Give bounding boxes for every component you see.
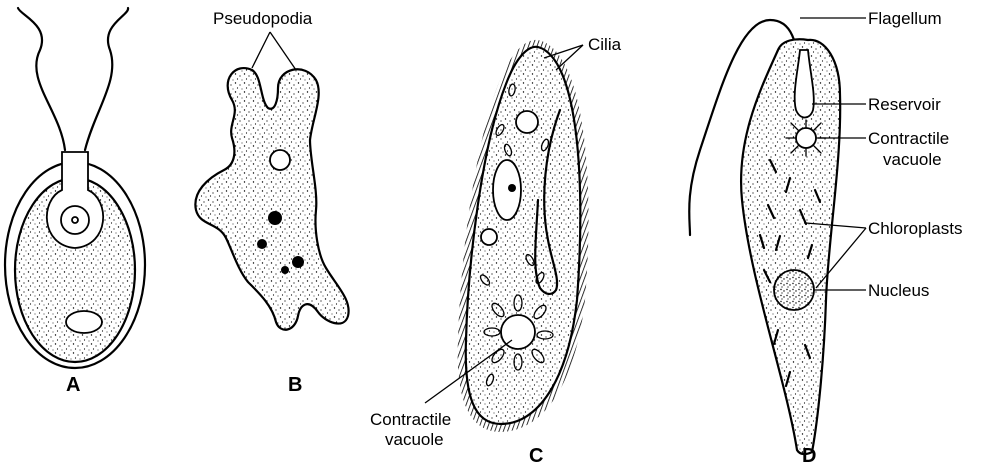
pseudopodia-label: Pseudopodia <box>213 9 313 28</box>
panel-a-flagella <box>18 8 128 150</box>
panel-c: Cilia Contractile vacuole C <box>370 35 622 467</box>
panel-a-vacuole <box>66 311 102 333</box>
contractile-vacuole-c-label-line2: vacuole <box>385 430 444 449</box>
chloroplasts-label: Chloroplasts <box>868 219 963 238</box>
panel-a-letter: A <box>66 374 80 396</box>
panel-b-food-vacuole-3 <box>281 266 289 274</box>
panel-c-macronucleus <box>493 160 521 220</box>
panel-b-amoeba-body <box>195 68 348 330</box>
flagellum-label: Flagellum <box>868 9 942 28</box>
panel-d-euglena-body <box>741 39 840 454</box>
panel-d: Flagellum Reservoir Contractile vacuole … <box>689 9 962 467</box>
panel-d-letter: D <box>802 445 816 467</box>
panel-b-nucleus <box>268 211 282 225</box>
contractile-vacuole-d-label-line1: Contractile <box>868 129 949 148</box>
panel-c-food-vacuole-mid <box>481 229 497 245</box>
contractile-vacuole-d-label-line2: vacuole <box>883 150 942 169</box>
contractile-vacuole-c-label-line1: Contractile <box>370 410 451 429</box>
panel-c-food-vacuole-top <box>516 111 538 133</box>
panel-c-letter: C <box>529 445 543 467</box>
nucleus-label: Nucleus <box>868 281 929 300</box>
panel-d-nucleus <box>774 270 814 310</box>
panel-b: Pseudopodia B <box>195 9 348 396</box>
panel-b-vacuole <box>270 150 290 170</box>
panel-c-micronucleus <box>508 184 516 192</box>
panel-b-letter: B <box>288 374 302 396</box>
cilia-label: Cilia <box>588 35 622 54</box>
panel-b-food-vacuole-1 <box>257 239 267 249</box>
reservoir-label: Reservoir <box>868 95 941 114</box>
panel-a: A <box>5 8 145 396</box>
panel-d-contractile-vacuole <box>796 128 816 148</box>
panel-b-pseudopodia-leaders <box>252 32 296 70</box>
panel-b-food-vacuole-2 <box>292 256 304 268</box>
